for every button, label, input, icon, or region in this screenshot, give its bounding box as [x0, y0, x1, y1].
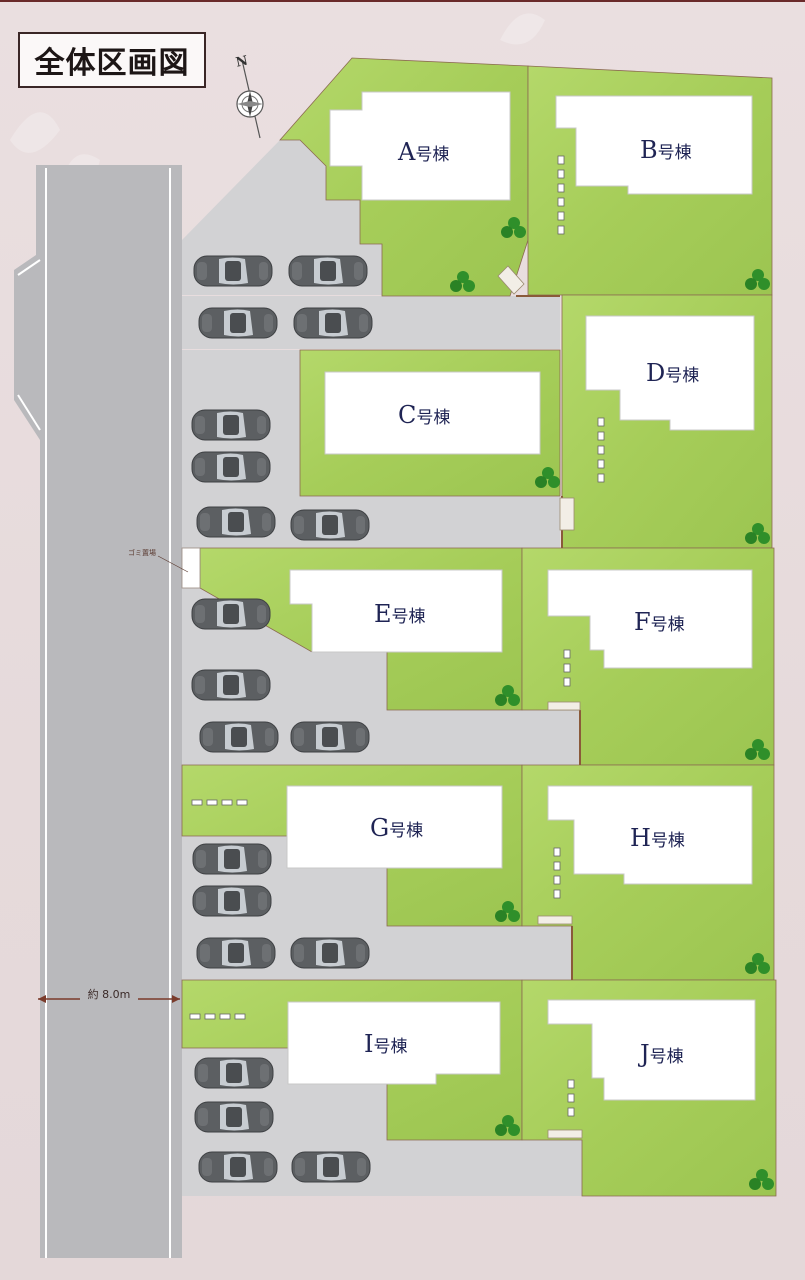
house-h	[547, 785, 753, 885]
page-title: 全体区画図	[18, 32, 206, 88]
house-a	[329, 91, 511, 201]
car-icon	[191, 451, 271, 483]
unit-label-b: B号棟	[640, 136, 692, 164]
car-icon	[191, 669, 271, 701]
house-g	[286, 785, 503, 869]
car-icon	[191, 409, 271, 441]
car-icon	[198, 1151, 278, 1183]
car-icon	[194, 1101, 274, 1133]
garbage-label: ゴミ置場	[128, 548, 156, 557]
unit-label-a: A号棟	[397, 138, 449, 166]
unit-label-e: E号棟	[374, 600, 426, 628]
unit-label-c: C号棟	[398, 401, 450, 429]
entrance-steps	[497, 265, 583, 1139]
house-c	[324, 371, 541, 455]
car-icon	[196, 506, 276, 538]
car-icon	[192, 885, 272, 917]
unit-label-i: I号棟	[364, 1030, 407, 1058]
compass-icon	[236, 59, 264, 139]
car-icon	[192, 843, 272, 875]
car-icon	[290, 937, 370, 969]
house-e	[289, 569, 503, 653]
road	[14, 165, 182, 1258]
house-f	[547, 569, 753, 669]
house-d	[585, 315, 755, 431]
car-icon	[290, 509, 370, 541]
unit-labels: A号棟 B号棟 C号棟 D号棟 E号棟 F号棟 G号棟 H号棟 I号棟 J号棟	[364, 136, 699, 1068]
house-i	[287, 1001, 501, 1085]
car-icon	[288, 255, 368, 287]
car-icon	[193, 255, 273, 287]
road-width-dimension: 約 8.0m	[38, 987, 180, 1003]
compass-north-label: N	[235, 53, 250, 70]
unit-label-h: H号棟	[630, 824, 685, 852]
unit-label-j: J号棟	[637, 1040, 684, 1068]
car-icon	[191, 598, 271, 630]
car-icon	[291, 1151, 371, 1183]
car-icon	[198, 307, 278, 339]
unit-label-d: D号棟	[646, 359, 699, 387]
car-icon	[194, 1057, 274, 1089]
unit-label-f: F号棟	[634, 608, 685, 636]
road-width-label: 約 8.0m	[88, 987, 131, 1001]
car-icon	[293, 307, 373, 339]
car-icon	[199, 721, 279, 753]
houses	[286, 91, 756, 1101]
car-icon	[196, 937, 276, 969]
house-j	[547, 999, 756, 1101]
car-icon	[290, 721, 370, 753]
stepping-stones	[189, 155, 605, 1117]
garbage-area	[181, 547, 201, 589]
unit-label-g: G号棟	[370, 814, 423, 842]
house-b	[555, 95, 753, 195]
